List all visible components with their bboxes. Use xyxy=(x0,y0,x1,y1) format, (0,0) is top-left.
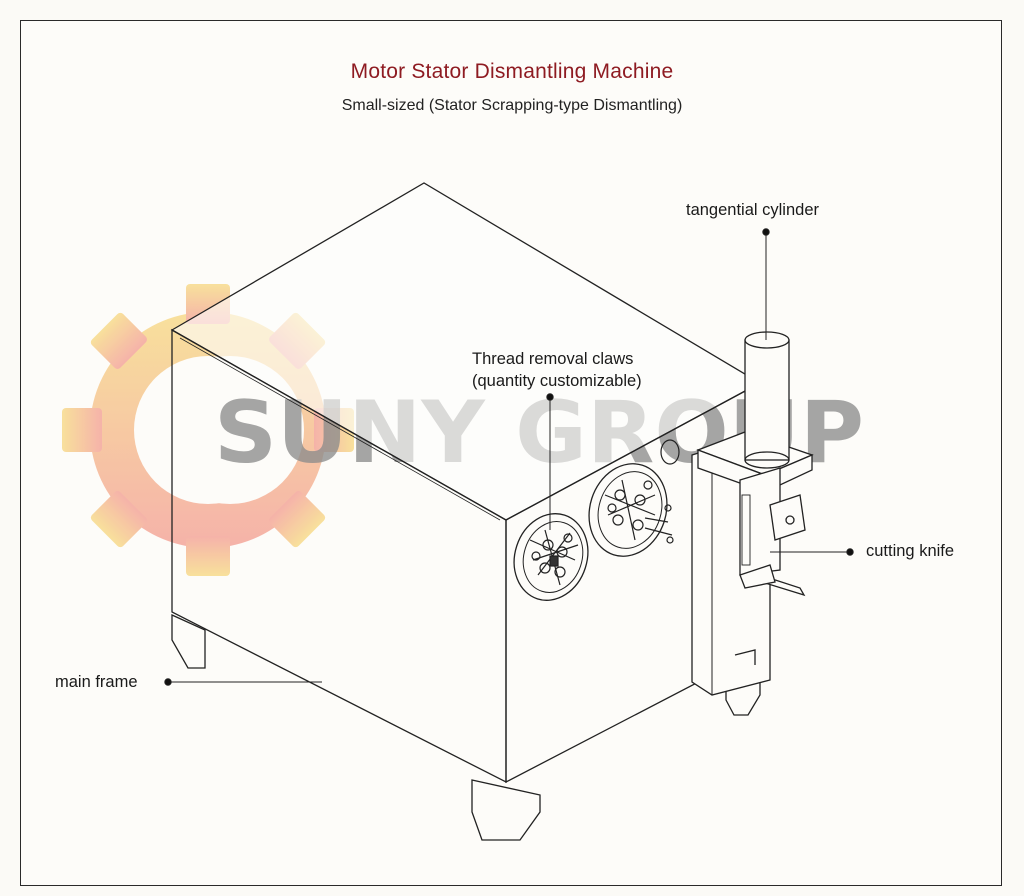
machine-legs xyxy=(171,613,761,841)
main-frame-label: main frame xyxy=(55,673,138,691)
cutting-assembly xyxy=(691,431,814,696)
thread-claws-label-line1: Thread removal claws xyxy=(472,350,634,368)
cutting-knife-label: cutting knife xyxy=(866,542,955,560)
thread-claws-label: Thread removal claws (quantity customiza… xyxy=(472,348,642,392)
tangential-cylinder xyxy=(744,331,790,469)
thread-removal-claw-disc-2 xyxy=(588,463,674,557)
diagram-title: Motor Stator Dismantling Machine xyxy=(350,60,674,83)
leader-lines xyxy=(164,228,854,686)
diagram-subtitle: Small-sized (Stator Scrapping-type Disma… xyxy=(341,97,683,114)
leader-dot-cylinder xyxy=(762,228,770,236)
panel-port xyxy=(660,439,680,465)
leader-dot-claws xyxy=(546,393,554,401)
leader-dot-frame xyxy=(164,678,172,686)
thread-claws-label-line2: (quantity customizable) xyxy=(472,372,642,390)
tangential-cylinder-label: tangential cylinder xyxy=(686,201,819,219)
leader-dot-knife xyxy=(846,548,854,556)
thread-removal-claw-disc-1 xyxy=(513,513,589,601)
